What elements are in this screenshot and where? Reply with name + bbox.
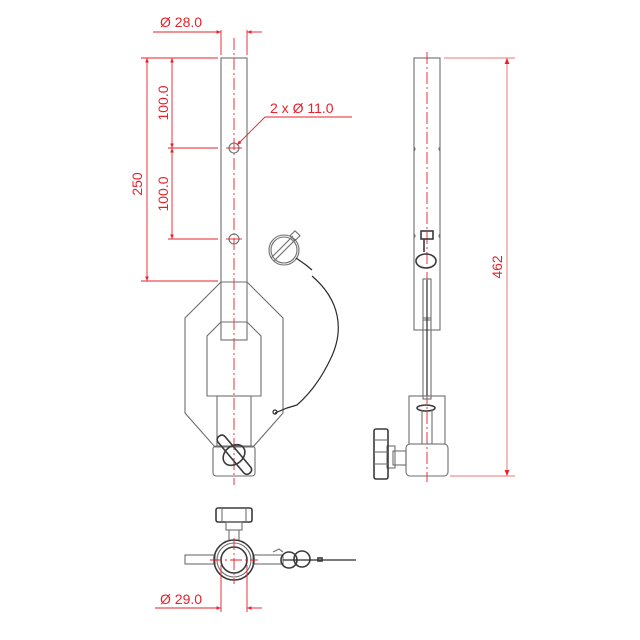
wing-knob-icon bbox=[216, 434, 253, 476]
dim-hole-spacing-bottom: 100.0 bbox=[155, 176, 171, 211]
bottom-pin-rings-icon bbox=[272, 548, 356, 569]
dim-hole-spacing-top: 100.0 bbox=[155, 85, 171, 120]
bottom-knob-icon bbox=[215, 507, 253, 541]
side-view: 462 bbox=[373, 52, 515, 482]
lanyard-cable bbox=[296, 275, 339, 406]
cable-ring-icon bbox=[416, 404, 436, 412]
hole-lower bbox=[226, 233, 242, 245]
frame-inner bbox=[206, 321, 262, 397]
dim-holes-callout: 2 x Ø 11.0 bbox=[270, 100, 334, 116]
cable-end bbox=[274, 404, 298, 414]
bottom-arm-left bbox=[184, 554, 216, 565]
dim-overall-height: 462 bbox=[489, 255, 505, 279]
bottom-arm-right bbox=[252, 554, 284, 565]
safety-pin-ring-icon bbox=[268, 229, 313, 271]
dim-tube-diameter: Ø 28.0 bbox=[160, 14, 202, 30]
bottom-view: Ø 29.0 bbox=[155, 507, 356, 612]
pin-head-icon bbox=[420, 230, 434, 240]
side-knob-icon bbox=[373, 428, 389, 480]
frame-outer bbox=[184, 281, 284, 448]
dim-clamp-diameter: Ø 29.0 bbox=[160, 591, 202, 607]
hole-upper bbox=[226, 142, 242, 154]
dim-spigot-length: 250 bbox=[129, 172, 145, 196]
front-view: Ø 28.0 250 100.0 100.0 2 x Ø 11.0 bbox=[129, 14, 352, 485]
pin-ring-side-icon bbox=[415, 253, 437, 269]
